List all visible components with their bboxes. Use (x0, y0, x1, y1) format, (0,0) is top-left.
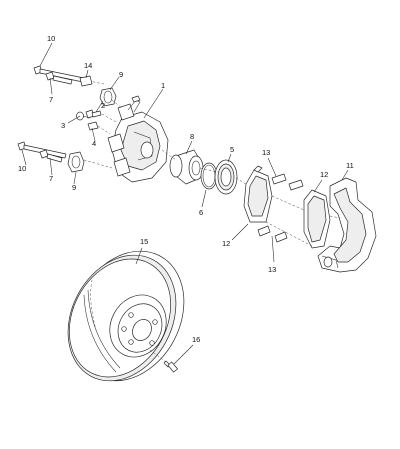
callout-7-lower: 7 (49, 174, 53, 183)
caliper-housing (107, 95, 169, 183)
callout-10-upper: 10 (47, 34, 55, 43)
disc-screw (149, 349, 178, 373)
lower-bushing (67, 151, 85, 173)
callout-9-lower: 9 (72, 183, 76, 192)
bleed-screw (85, 109, 102, 119)
seal-ring (200, 162, 218, 190)
callout-8: 8 (190, 132, 194, 141)
callout-13-upper: 13 (262, 148, 270, 157)
callout-13-lower: 13 (268, 265, 276, 274)
leader-lines (21, 42, 349, 365)
callout-14: 14 (84, 61, 92, 70)
guide-sleeve (79, 75, 93, 87)
lower-guide-pin (39, 149, 63, 163)
brake-pad-outer (303, 189, 331, 249)
plug (87, 121, 99, 131)
callout-16: 16 (192, 335, 200, 344)
callout-11: 11 (346, 161, 354, 170)
pad-clip-lower-b (274, 231, 288, 243)
callout-12-right: 12 (320, 170, 328, 179)
caliper-carrier (317, 177, 377, 273)
pad-clip-lower-a (257, 225, 271, 237)
callout-1: 1 (161, 81, 165, 90)
callout-15: 15 (140, 237, 148, 246)
piston (169, 149, 204, 185)
assembly-lines (83, 99, 341, 247)
pad-clip-upper-a (271, 173, 287, 185)
brake-pad-inner (243, 165, 273, 223)
upper-bushing (99, 87, 117, 107)
pad-clip-upper-b (288, 179, 304, 191)
callout-4: 4 (92, 139, 96, 148)
upper-guide-pin (45, 71, 73, 85)
callout-7-upper: 7 (49, 95, 53, 104)
brake-disc (67, 250, 185, 382)
callout-12-left: 12 (222, 239, 230, 248)
dust-boot (214, 159, 238, 195)
callout-6: 6 (199, 208, 203, 217)
callout-9-upper: 9 (119, 70, 123, 79)
callout-labels: 10 14 9 7 2 1 3 4 10 7 9 8 5 6 13 11 12 … (18, 34, 354, 344)
callout-10-lower: 10 (18, 164, 26, 173)
callout-3: 3 (61, 121, 65, 130)
callout-2: 2 (101, 101, 105, 110)
callout-5: 5 (230, 145, 234, 154)
